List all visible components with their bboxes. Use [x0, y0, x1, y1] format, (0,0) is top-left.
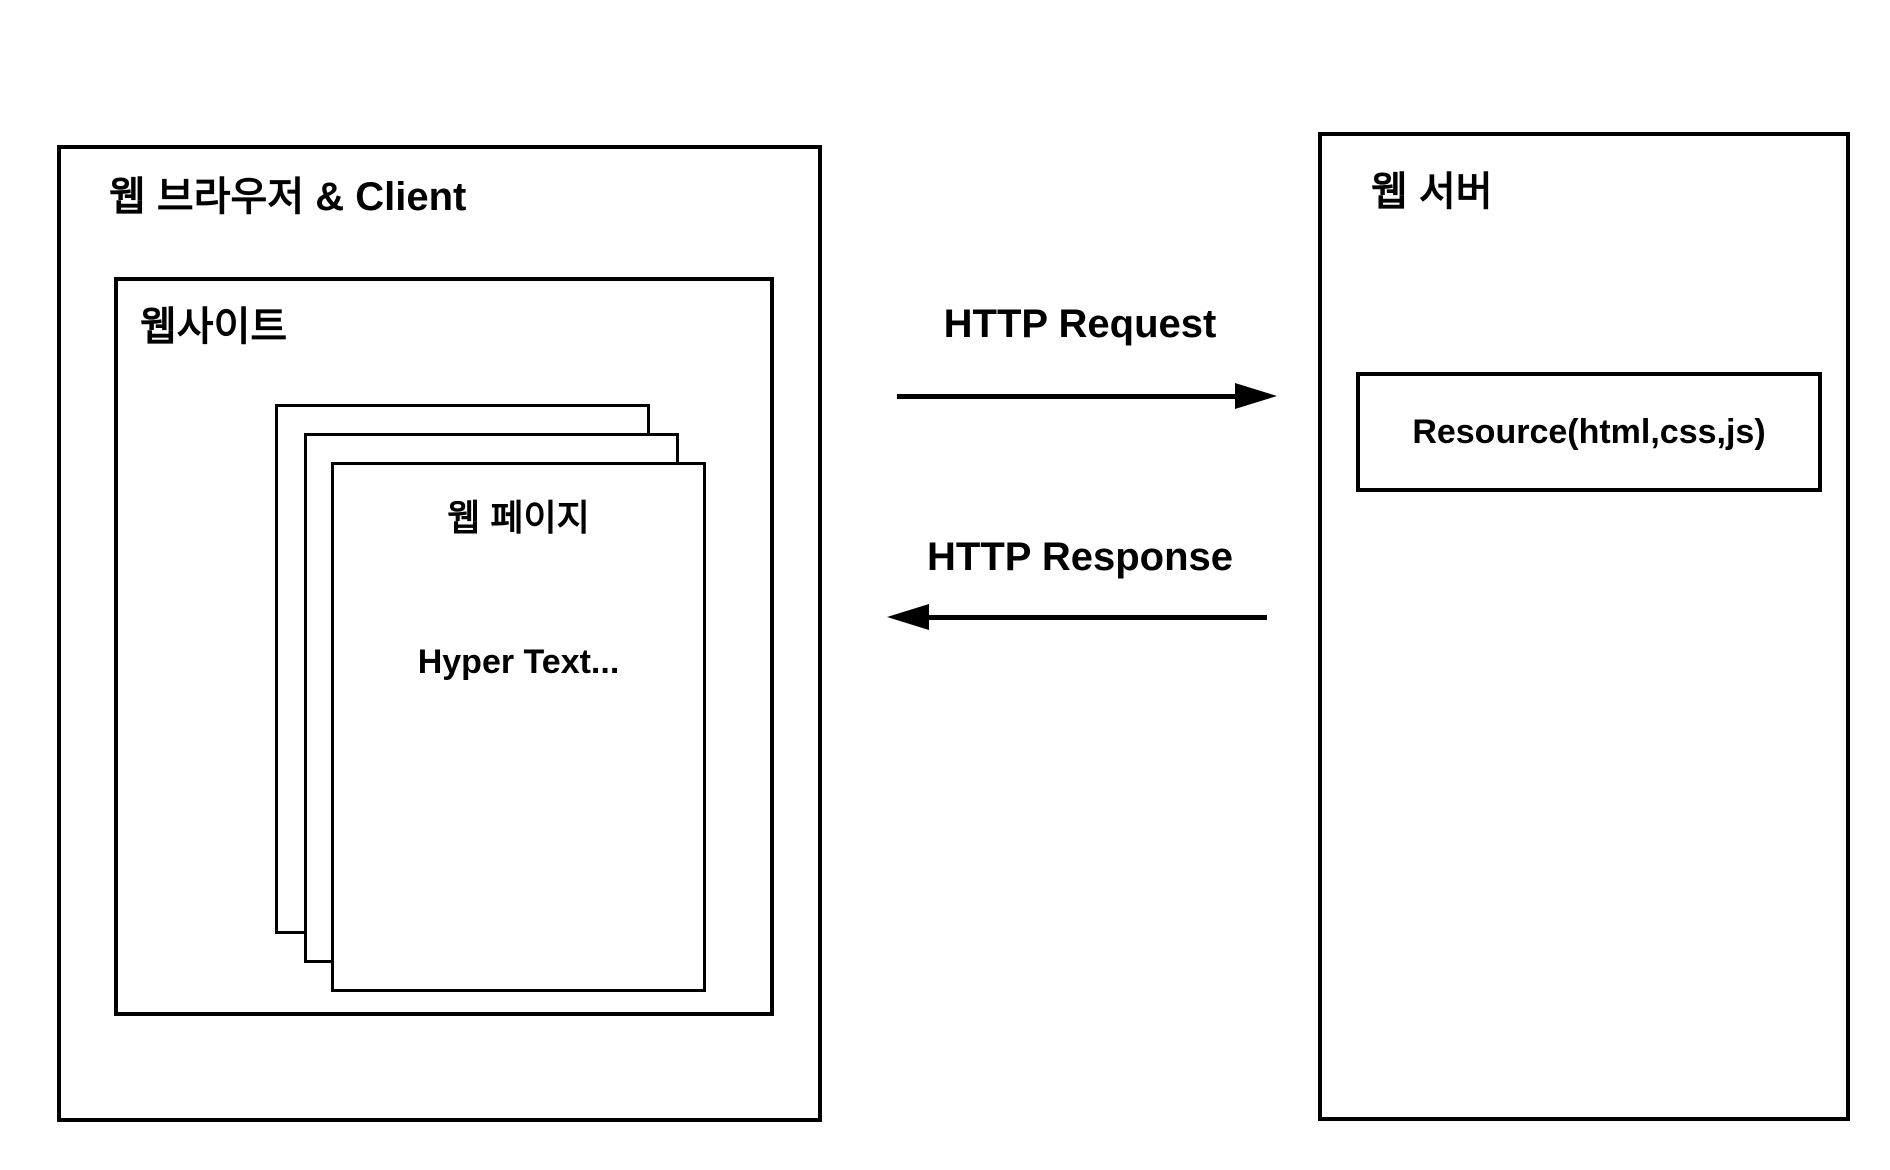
webpage-title: 웹 페이지: [447, 497, 590, 538]
webpage-front: 웹 페이지 Hyper Text...: [331, 462, 706, 992]
resource-label: Resource(html,css,js): [1412, 412, 1766, 451]
website-box: 웹사이트 웹 페이지 Hyper Text...: [114, 277, 774, 1016]
arrowhead-left-icon: [887, 604, 929, 630]
http-request-arrow-shaft: [897, 394, 1239, 399]
http-request-arrow: [897, 383, 1277, 409]
arrowhead-right-icon: [1235, 383, 1277, 409]
resource-box: Resource(html,css,js): [1356, 372, 1822, 492]
http-response-label: HTTP Response: [927, 535, 1233, 579]
client-title: 웹 브라우저 & Client: [109, 175, 467, 219]
http-response-arrow: [887, 604, 1267, 630]
webpage-body: Hyper Text...: [417, 643, 620, 681]
http-request-label: HTTP Request: [943, 302, 1217, 346]
server-box: 웹 서버 Resource(html,css,js): [1318, 132, 1850, 1121]
http-response-arrow-shaft: [925, 615, 1267, 620]
server-title: 웹 서버: [1371, 170, 1493, 214]
website-title: 웹사이트: [140, 305, 288, 349]
client-box: 웹 브라우저 & Client 웹사이트 웹 페이지 Hyper Text...: [57, 145, 822, 1122]
